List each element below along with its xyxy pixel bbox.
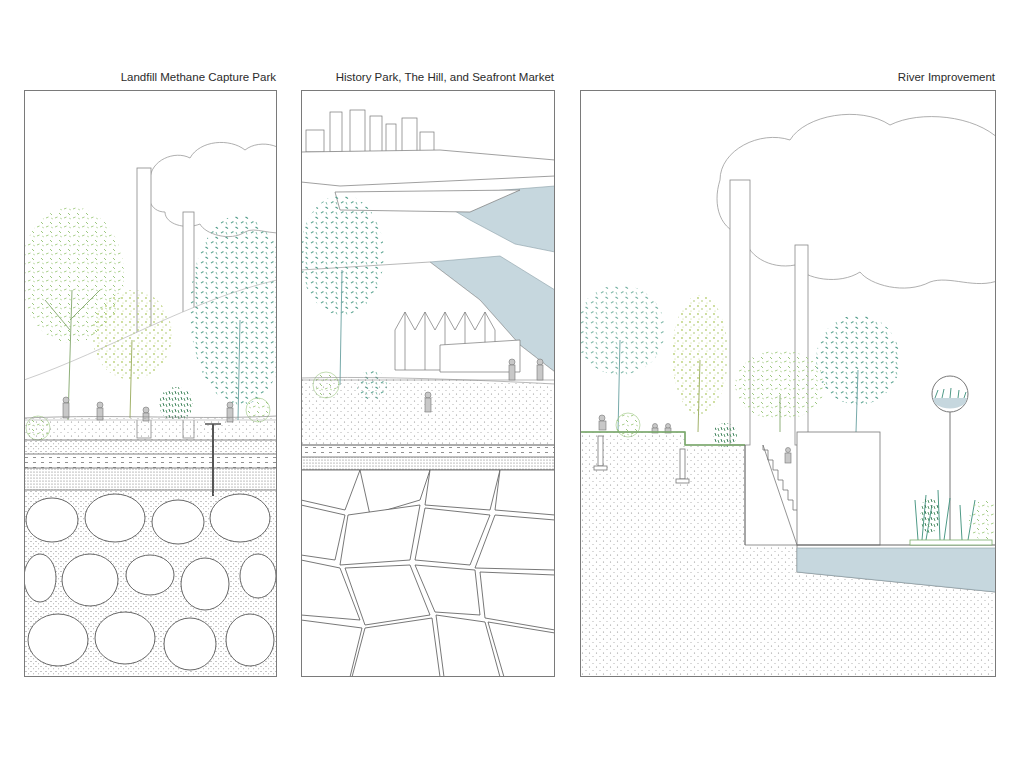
panel-heading: History Park, The Hill, and Seafront Mar… (336, 71, 554, 85)
river-section (580, 114, 996, 677)
panel-heading: Landfill Methane Capture Park (121, 71, 276, 85)
panel-heading: River Improvement (898, 71, 995, 85)
landfill-section (24, 142, 277, 677)
section-panel: History Park, The Hill, and Seafront Mar… (301, 90, 555, 677)
history-park-section (301, 110, 555, 677)
section-panel: River Improvement (580, 90, 996, 677)
section-panel: Landfill Methane Capture Park (24, 90, 277, 677)
